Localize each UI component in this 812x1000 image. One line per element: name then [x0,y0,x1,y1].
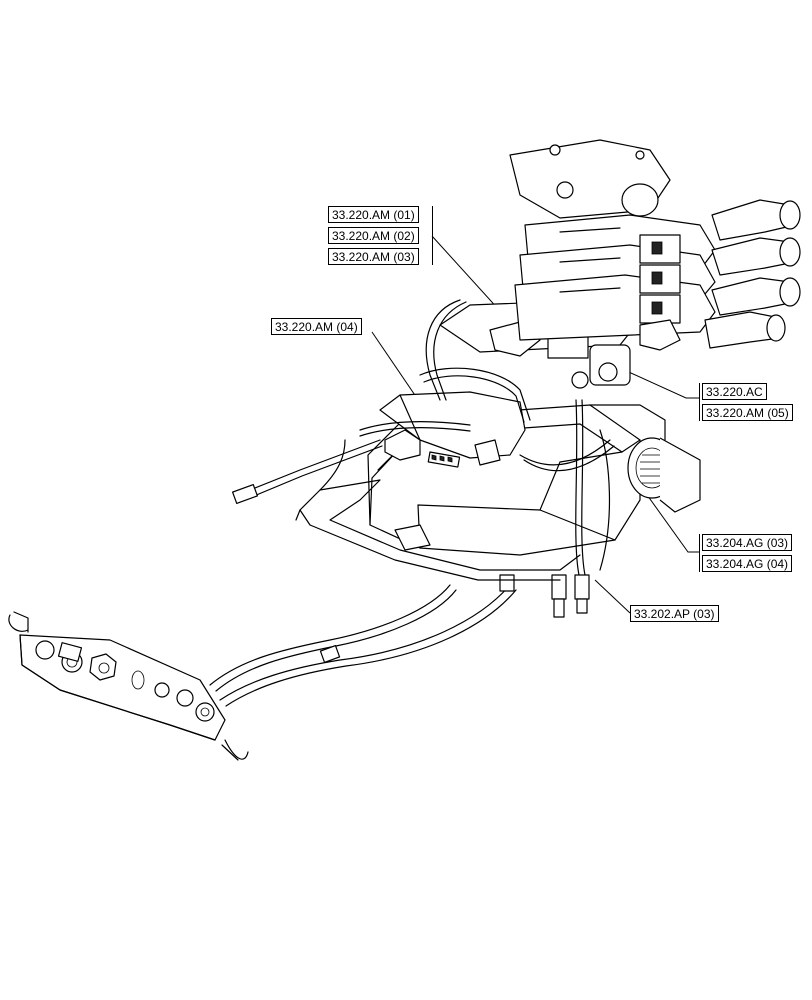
callout-33-220-am-03[interactable]: 33.220.AM (03) [328,248,419,265]
callout-33-220-ac[interactable]: 33.220.AC [702,383,767,400]
front-bracket-assembly [8,611,249,761]
callout-group-bracket-ac [699,383,700,421]
mounting-frame [232,439,581,581]
callout-33-204-ag-04[interactable]: 33.204.AG (04) [702,555,793,572]
callout-group-bracket-am [432,206,433,265]
callout-33-220-am-02[interactable]: 33.220.AM (02) [328,227,419,244]
callout-33-220-am-04[interactable]: 33.220.AM (04) [271,318,362,335]
callout-33-220-am-05[interactable]: 33.220.AM (05) [702,404,793,421]
callout-33-202-ap-03[interactable]: 33.202.AP (03) [630,605,719,622]
callout-33-220-am-01[interactable]: 33.220.AM (01) [328,206,419,223]
tube-lines [209,299,615,707]
callout-33-204-ag-03[interactable]: 33.204.AG (03) [702,534,793,551]
control-valve-stack [509,139,801,351]
callout-group-bracket-ag [699,534,700,572]
